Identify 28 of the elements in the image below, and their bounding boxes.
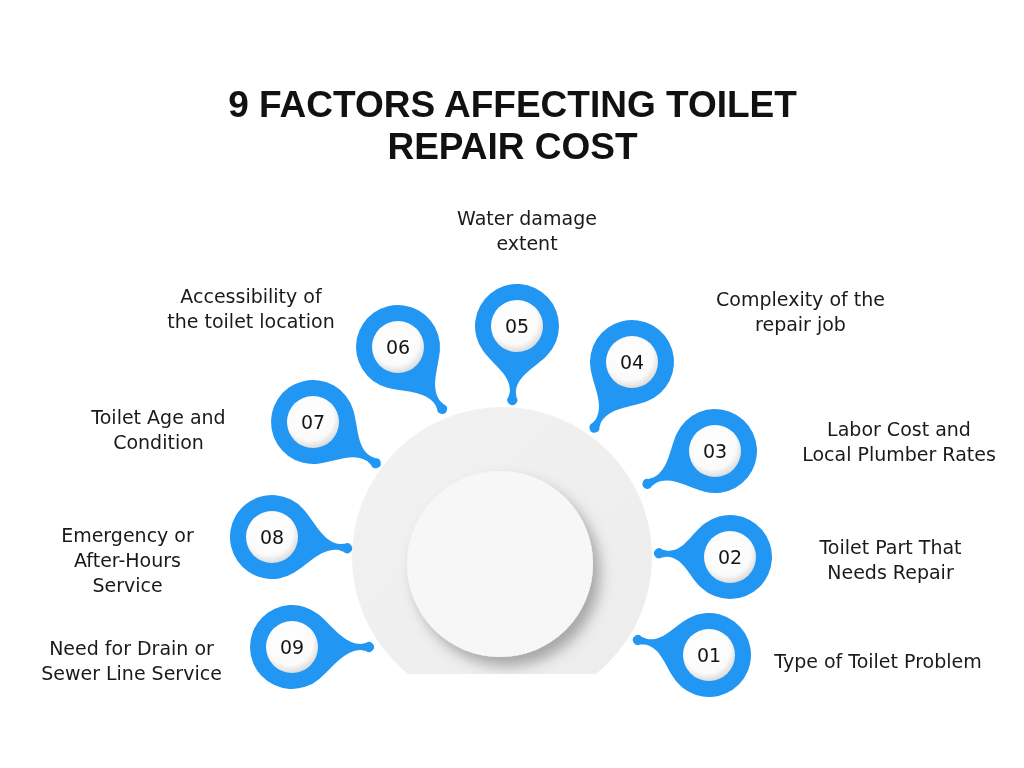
- pin-number: 06: [385, 336, 411, 358]
- factor-label: Accessibility of the toilet location: [166, 284, 336, 334]
- pin-number: 08: [259, 526, 285, 548]
- factor-label: Toilet Age and Condition: [90, 405, 227, 455]
- location-pin-marker: [632, 612, 752, 697]
- pin-number: 02: [717, 546, 743, 568]
- pin-number: 04: [619, 351, 645, 373]
- pin-number: 07: [300, 411, 326, 433]
- factor-label: Toilet Part That Needs Repair: [818, 535, 963, 585]
- pin-number: 03: [702, 440, 728, 462]
- factor-label: Emergency or After-Hours Service: [60, 523, 195, 598]
- pin-number: 01: [696, 644, 722, 666]
- location-pin-marker: [642, 408, 758, 494]
- pin-number: 05: [504, 315, 530, 337]
- location-pin-marker: [250, 605, 374, 690]
- location-pin-marker: [475, 284, 559, 406]
- factor-label: Type of Toilet Problem: [773, 649, 983, 674]
- location-pin-marker: [589, 319, 675, 433]
- location-pin-marker: [229, 495, 353, 580]
- factor-label: Complexity of the repair job: [715, 287, 886, 337]
- location-pin-marker: [355, 304, 448, 414]
- factor-label: Water damage extent: [456, 206, 598, 256]
- factor-label: Need for Drain or Sewer Line Service: [40, 636, 223, 686]
- title: 9 FACTORS AFFECTING TOILET REPAIR COST: [227, 84, 798, 168]
- factor-label: Labor Cost and Local Plumber Rates: [801, 417, 997, 467]
- location-pin-marker: [270, 379, 381, 469]
- pin-number: 09: [279, 636, 305, 658]
- location-pin-marker: [653, 514, 772, 599]
